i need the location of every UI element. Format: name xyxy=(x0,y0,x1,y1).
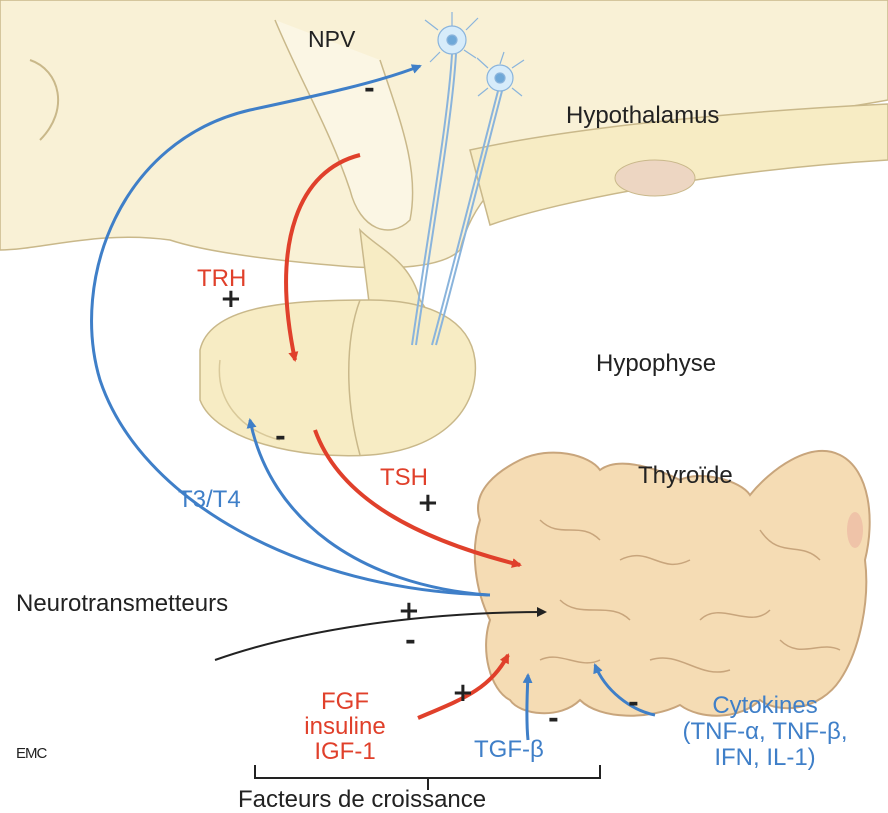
neurotransmetteurs-label: Neurotransmetteurs xyxy=(16,592,228,616)
thyroide-label: Thyroïde xyxy=(638,464,733,488)
neurotransmetteurs-minus-sign: - xyxy=(405,628,416,654)
pituitary-minus-sign: - xyxy=(275,424,286,450)
thyroid-gland xyxy=(475,451,870,716)
fgf-plus-sign: + xyxy=(452,680,474,706)
neurotransmetteurs-plus-sign: + xyxy=(398,598,420,624)
pituitary-gland xyxy=(200,300,475,456)
emc-logo: EMC xyxy=(16,746,46,761)
npv-minus-sign: - xyxy=(364,76,375,102)
tgfb-arrow xyxy=(527,675,528,740)
hypophyse-label: Hypophyse xyxy=(596,352,716,376)
facteurs-label: Facteurs de croissance xyxy=(238,788,486,812)
cytokines-minus-sign: - xyxy=(628,690,639,716)
tgfb-minus-sign: - xyxy=(548,706,559,732)
trh-plus-sign: + xyxy=(220,286,242,312)
npv-label: NPV xyxy=(308,28,355,51)
t3t4-label: T3/T4 xyxy=(178,488,241,512)
hypothalamus-label: Hypothalamus xyxy=(566,104,719,128)
tgfb-label: TGF-β xyxy=(474,738,544,762)
cytokines-list-2: IFN, IL-1) xyxy=(650,746,880,770)
igf1-label: IGF-1 xyxy=(270,740,420,764)
fgf-label: FGF xyxy=(270,690,420,714)
tsh-label: TSH xyxy=(380,466,428,490)
thyroid-highlight xyxy=(847,512,863,548)
cytokines-list-1: (TNF-α, TNF-β, xyxy=(650,720,880,744)
mammillary-body xyxy=(615,160,695,196)
insuline-label: insuline xyxy=(270,715,420,739)
tsh-plus-sign: + xyxy=(417,490,439,516)
cytokines-label: Cytokines xyxy=(650,694,880,718)
